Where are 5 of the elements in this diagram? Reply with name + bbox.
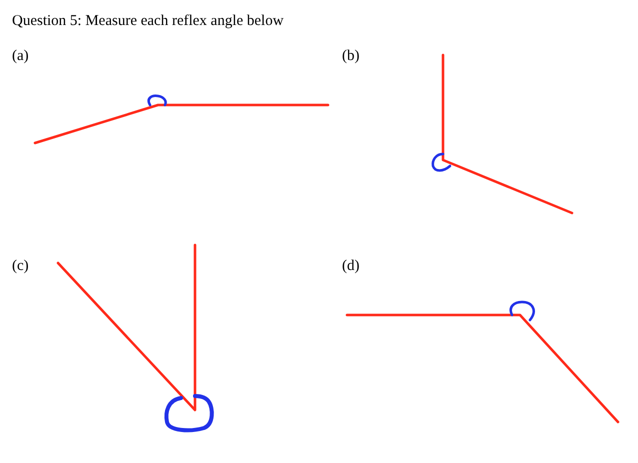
part-label: (c) [12,257,29,275]
part-label: (a) [12,47,29,65]
question-title: Question 5: Measure each reflex angle below [12,12,284,30]
part-label: (b) [342,47,360,65]
part-label: (d) [342,257,360,275]
